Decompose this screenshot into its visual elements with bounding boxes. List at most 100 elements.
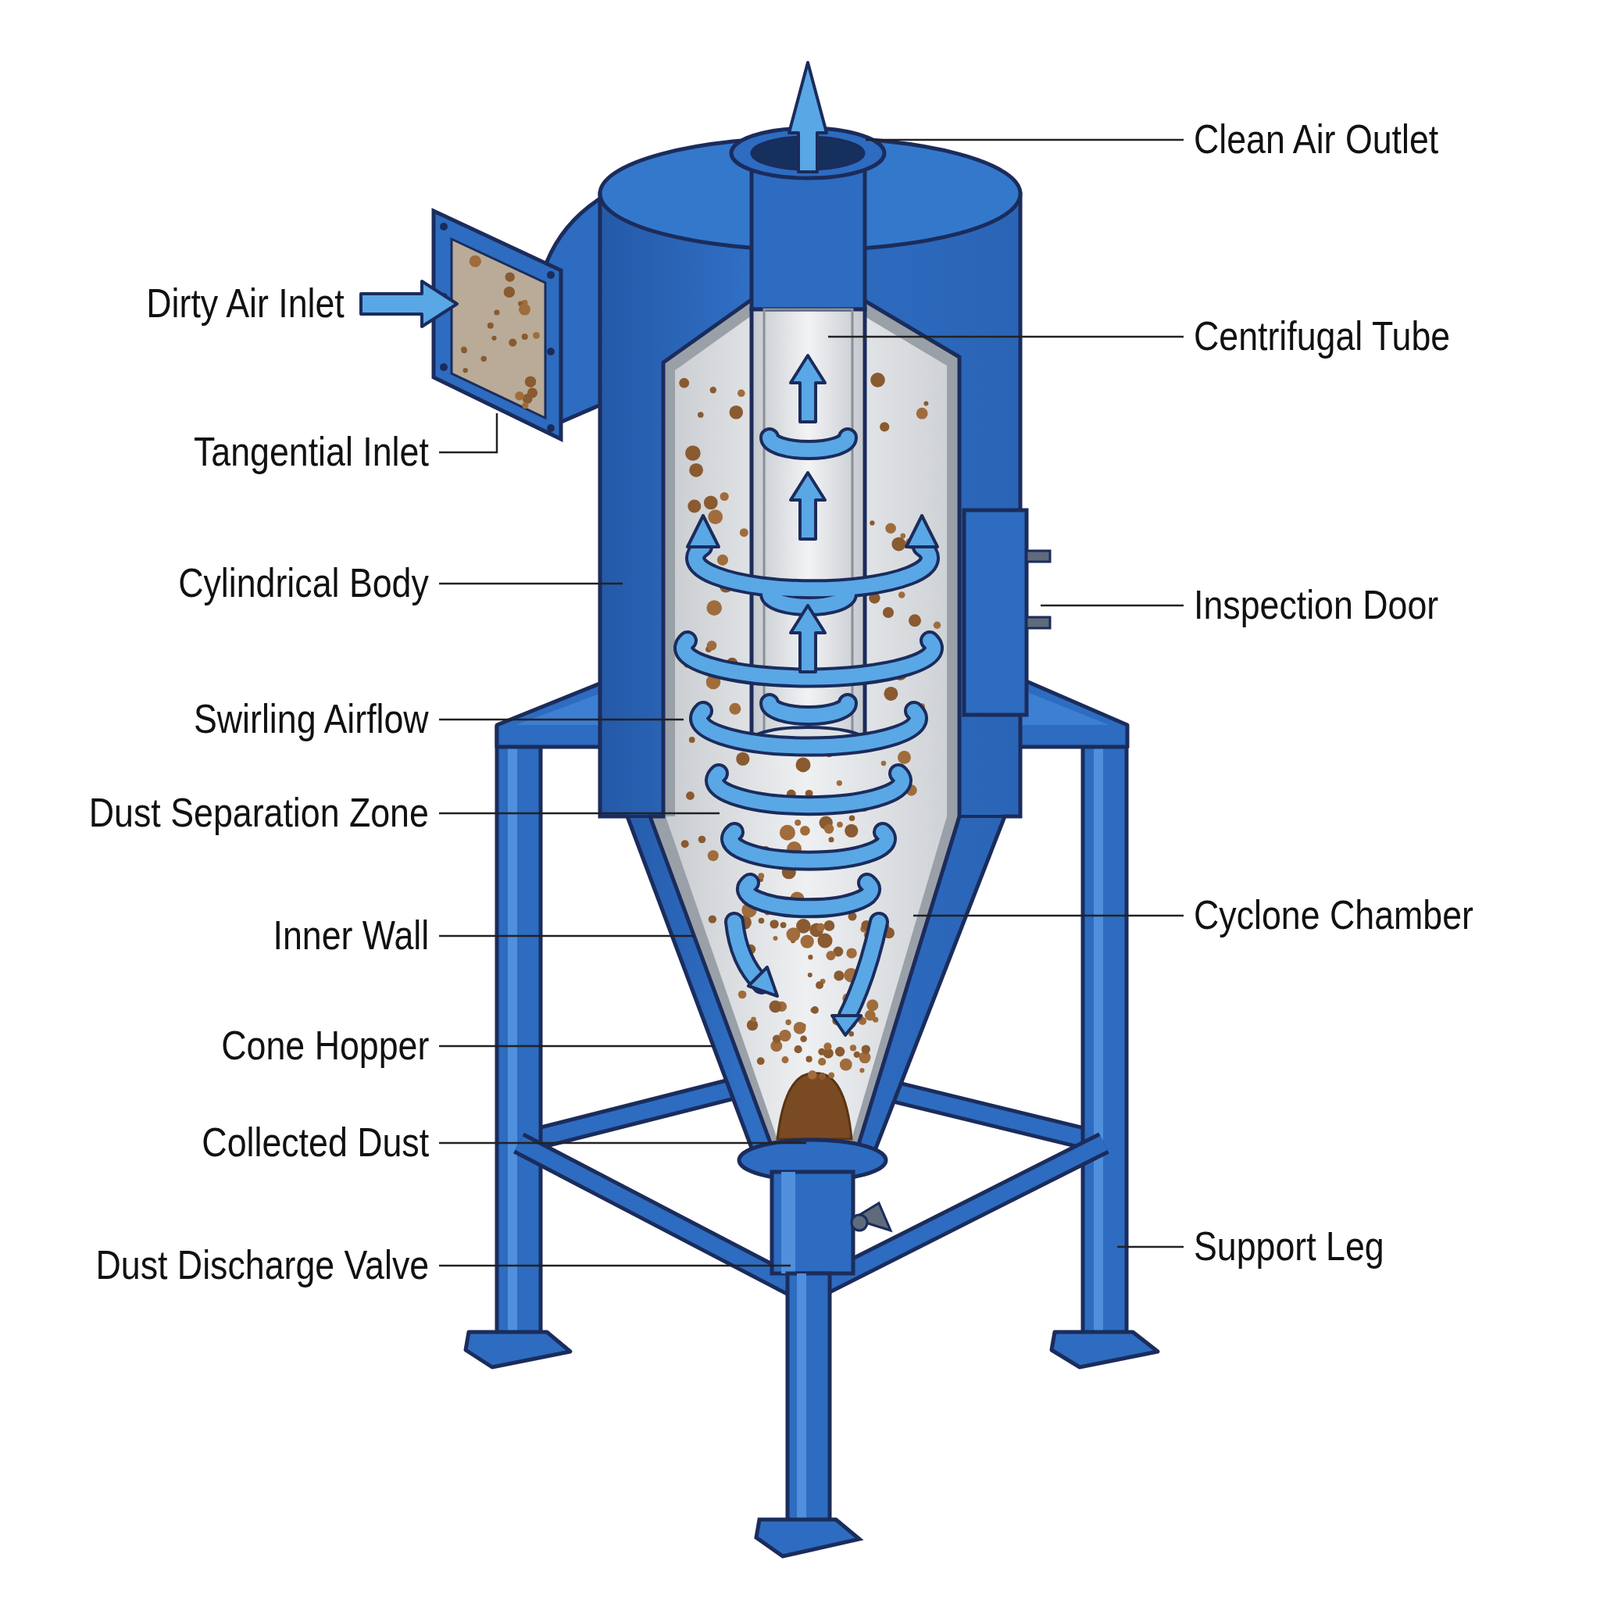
dust-particle	[800, 934, 815, 948]
cutaway-interior	[650, 300, 960, 1147]
dust-particle	[697, 411, 704, 418]
leader-lines	[439, 139, 1184, 1266]
part-label: Swirling Airflow	[193, 696, 429, 742]
dust-particle	[807, 972, 813, 978]
dust-particle	[681, 839, 690, 848]
dust-particle	[518, 303, 531, 316]
dust-particle	[825, 950, 836, 961]
dust-particle	[750, 1016, 757, 1022]
dust-particle	[846, 947, 857, 958]
dust-particle	[866, 999, 879, 1011]
dust-particle	[786, 927, 801, 942]
dust-particles	[678, 372, 941, 1080]
dust-particle	[521, 333, 529, 340]
part-label: Cone Hopper	[221, 1023, 429, 1068]
discharge-valve-and-front-frame	[518, 1139, 1104, 1557]
dust-particle	[807, 954, 813, 960]
dust-particle	[796, 757, 811, 772]
dust-particle	[859, 1067, 865, 1073]
dust-particle	[801, 1023, 807, 1029]
dust-particle	[835, 1046, 846, 1058]
dust-particle	[824, 920, 836, 932]
dust-particle	[735, 752, 750, 766]
dust-particle	[717, 554, 729, 566]
dust-particle	[769, 1000, 783, 1013]
dust-particle	[708, 914, 717, 923]
part-label: Cyclone Chamber	[1193, 892, 1474, 938]
dust-particle	[707, 640, 718, 651]
dust-particle	[678, 378, 690, 389]
dust-particle	[839, 1058, 853, 1072]
dust-particle	[850, 1044, 857, 1051]
dust-particle	[738, 990, 747, 1000]
dust-particle	[807, 1070, 818, 1080]
dust-particle	[757, 872, 765, 879]
dust-particle	[800, 1035, 808, 1043]
dust-particle	[710, 386, 717, 393]
dust-particle	[908, 614, 922, 627]
dust-particle	[883, 686, 898, 701]
dust-particle	[685, 791, 695, 800]
dust-particle	[505, 271, 515, 282]
swirl-arrows	[360, 62, 938, 1036]
dust-particle	[897, 750, 911, 765]
dust-particle	[689, 736, 696, 743]
dust-particle	[861, 1044, 871, 1054]
dust-particle	[729, 405, 744, 420]
dust-particle	[816, 923, 825, 933]
part-label: Cylindrical Body	[178, 560, 429, 606]
dust-particle	[879, 421, 890, 432]
dust-particle	[815, 981, 824, 990]
dust-particle	[508, 339, 517, 347]
dust-particle	[828, 1071, 835, 1079]
dust-particle	[849, 814, 856, 822]
dust-particle	[514, 391, 524, 400]
inspection-door	[964, 510, 1050, 715]
dust-particle	[685, 445, 701, 461]
dust-particle	[818, 1072, 826, 1080]
part-label: Dust Discharge Valve	[95, 1242, 429, 1288]
dust-particle	[758, 917, 765, 925]
dust-particle	[916, 407, 929, 420]
dust-particle	[836, 780, 843, 786]
dust-particle	[521, 402, 529, 409]
dust-particle	[737, 389, 746, 398]
dust-particle	[933, 621, 941, 629]
part-label: Collected Dust	[201, 1120, 429, 1165]
dust-particle	[785, 1019, 791, 1025]
dust-particle	[469, 255, 482, 268]
dust-particle	[817, 1057, 826, 1066]
dust-particle	[844, 824, 858, 838]
part-label: Dirty Air Inlet	[146, 281, 345, 326]
dust-particle	[836, 821, 843, 829]
dust-particle	[779, 825, 796, 841]
dust-particle	[833, 970, 844, 981]
dust-particle	[898, 591, 906, 599]
dust-particle	[769, 919, 779, 929]
dust-particle	[870, 372, 886, 388]
dust-particle	[525, 376, 536, 388]
dust-particle	[503, 286, 515, 298]
dust-particle	[780, 921, 787, 929]
part-label: Tangential Inlet	[193, 429, 429, 475]
dust-particle	[782, 1056, 790, 1064]
dust-particle	[824, 824, 834, 834]
dust-particle	[491, 335, 497, 341]
dust-particle	[481, 356, 487, 362]
dust-particle	[778, 1029, 791, 1042]
dust-particle	[687, 500, 701, 514]
centrifugal-tube	[731, 128, 885, 753]
dust-particle	[527, 387, 538, 398]
dust-particle	[810, 1006, 819, 1015]
dust-particle	[869, 520, 875, 525]
dust-particle	[698, 835, 707, 844]
dust-particle	[923, 401, 929, 407]
dust-particle	[817, 933, 833, 949]
dust-particle	[806, 1056, 813, 1063]
dust-particle	[703, 496, 718, 511]
dust-particle	[689, 463, 704, 478]
dust-particle	[794, 819, 801, 826]
part-label: Clean Air Outlet	[1193, 117, 1439, 162]
part-label: Support Leg	[1193, 1224, 1385, 1269]
